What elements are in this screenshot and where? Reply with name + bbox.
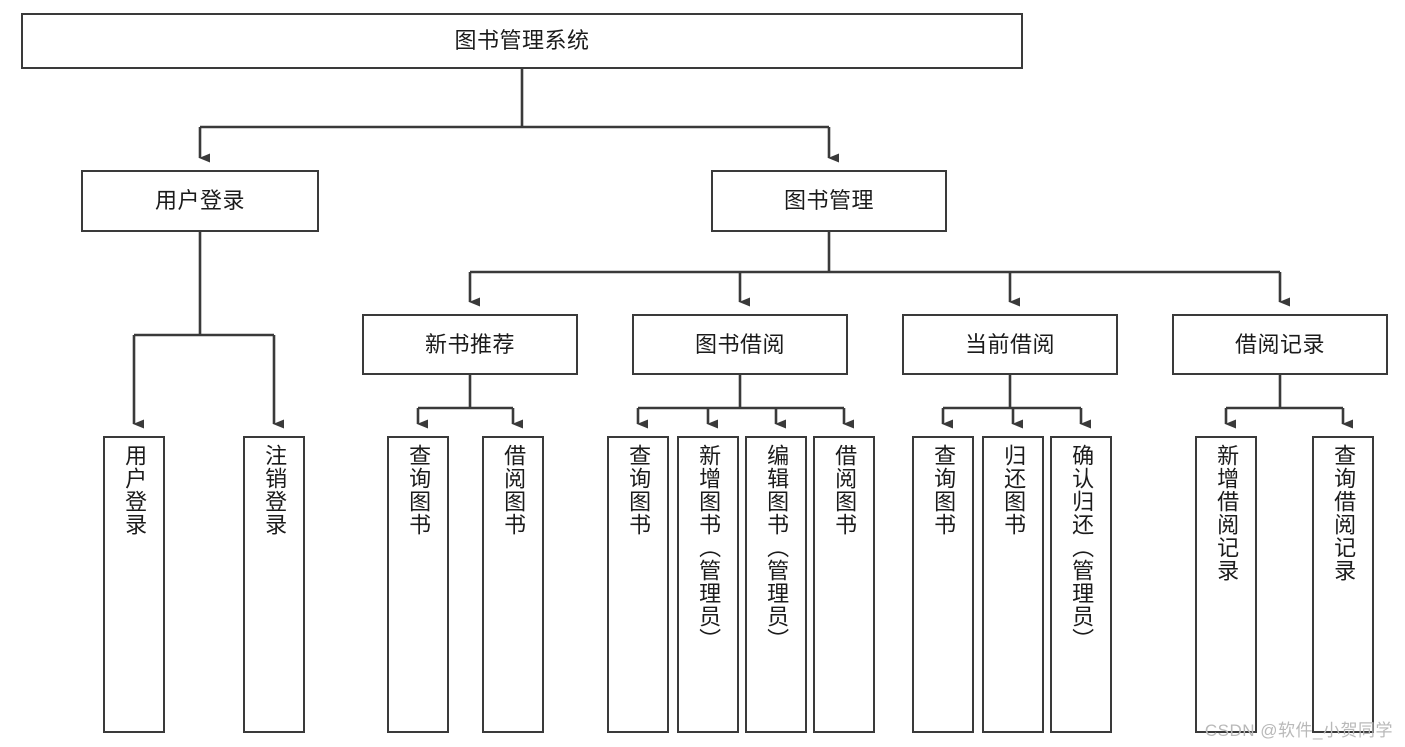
node-leaf-borrow-book-rec[interactable]: 借阅图书 [482, 436, 544, 733]
node-label: 新增借阅记录 [1214, 444, 1240, 582]
node-leaf-add-book[interactable]: 新增图书（管理员） [677, 436, 739, 733]
node-label: 图书管理系统 [454, 28, 590, 54]
node-leaf-edit-book[interactable]: 编辑图书（管理员） [745, 436, 807, 733]
node-label: 查询图书 [406, 444, 432, 536]
node-leaf-query-book-cur[interactable]: 查询图书 [912, 436, 974, 733]
node-label: 用户登录 [154, 188, 245, 214]
node-label: 查询图书 [626, 444, 652, 536]
node-leaf-borrow-book[interactable]: 借阅图书 [813, 436, 875, 733]
node-label: 归还图书 [1001, 444, 1027, 536]
node-book-manage[interactable]: 图书管理 [711, 170, 947, 232]
node-leaf-user-login[interactable]: 用户登录 [103, 436, 165, 733]
node-label: 图书借阅 [694, 331, 785, 357]
node-current-borrow[interactable]: 当前借阅 [902, 314, 1118, 375]
node-leaf-query-book[interactable]: 查询图书 [607, 436, 669, 733]
node-label: 借阅图书 [501, 444, 527, 536]
node-borrow-record[interactable]: 借阅记录 [1172, 314, 1388, 375]
node-leaf-query-book-rec[interactable]: 查询图书 [387, 436, 449, 733]
node-leaf-query-record[interactable]: 查询借阅记录 [1312, 436, 1374, 733]
node-label: 当前借阅 [964, 331, 1055, 357]
node-root[interactable]: 图书管理系统 [21, 13, 1023, 69]
node-leaf-confirm-return[interactable]: 确认归还（管理员） [1050, 436, 1112, 733]
watermark-label: CSDN @软件_小贺同学 [1204, 721, 1393, 740]
node-leaf-user-logout[interactable]: 注销登录 [243, 436, 305, 733]
node-label: 借阅图书 [832, 444, 858, 536]
node-book-borrow[interactable]: 图书借阅 [632, 314, 848, 375]
node-leaf-return-book[interactable]: 归还图书 [982, 436, 1044, 733]
node-label: 注销登录 [262, 444, 288, 536]
node-label: 新书推荐 [424, 331, 515, 357]
node-label: 新增图书（管理员） [696, 444, 722, 651]
node-label: 借阅记录 [1234, 331, 1325, 357]
node-label: 查询图书 [931, 444, 957, 536]
node-label: 查询借阅记录 [1331, 444, 1357, 582]
node-user-login[interactable]: 用户登录 [81, 170, 319, 232]
node-label: 确认归还（管理员） [1069, 444, 1095, 651]
node-new-book-rec[interactable]: 新书推荐 [362, 314, 578, 375]
node-label: 编辑图书（管理员） [764, 444, 790, 651]
node-leaf-add-record[interactable]: 新增借阅记录 [1195, 436, 1257, 733]
node-label: 用户登录 [122, 444, 148, 536]
node-label: 图书管理 [783, 188, 874, 214]
